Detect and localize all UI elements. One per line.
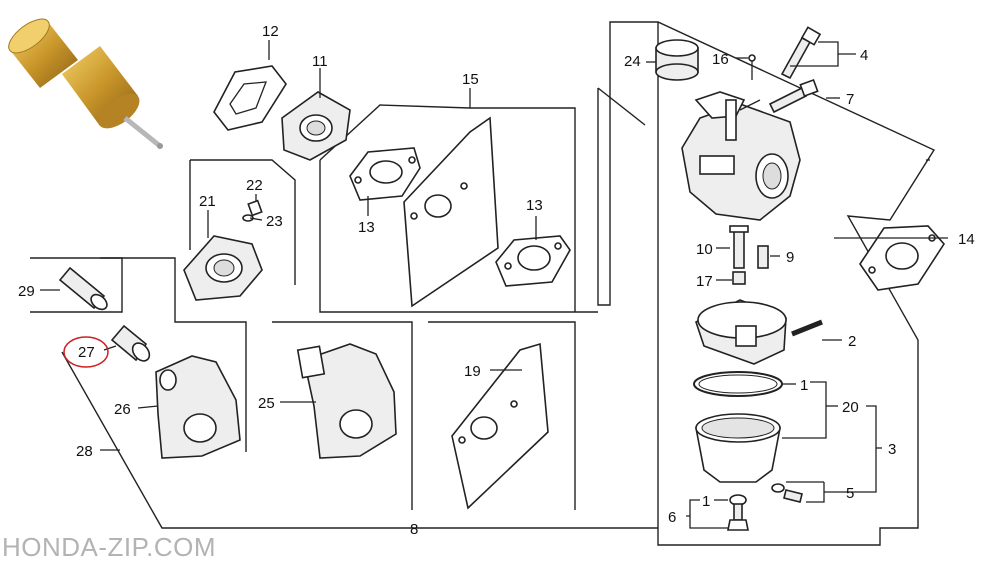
part-16-screw — [748, 54, 756, 80]
part-12-gasket — [213, 65, 287, 131]
brass-part-photo — [8, 18, 163, 149]
callout-4: 4 — [860, 47, 868, 64]
callout-29: 29 — [18, 283, 35, 300]
callout-25: 25 — [258, 395, 275, 412]
callout-11: 11 — [312, 53, 328, 70]
part-7-screw — [768, 78, 819, 114]
callout-19: 19 — [464, 363, 481, 380]
part-13-gasket-left — [349, 147, 421, 201]
callout-21: 21 — [199, 193, 216, 210]
callout-20: 20 — [842, 399, 859, 416]
part-1-gasket-ring — [693, 371, 783, 397]
callout-1-ring: 1 — [800, 377, 808, 394]
part-19-plate — [451, 342, 549, 510]
part-2-pin — [791, 319, 823, 337]
part-14-gasket — [859, 225, 946, 291]
part-26-bracket — [155, 355, 241, 459]
part-13-gasket-right — [495, 235, 571, 287]
callout-26: 26 — [114, 401, 131, 418]
callout-6: 6 — [668, 509, 676, 526]
callout-15: 15 — [462, 71, 479, 88]
callout-9: 9 — [786, 249, 794, 266]
group-outlines — [30, 21, 936, 546]
callout-22: 22 — [246, 177, 263, 194]
callout-13-left: 13 — [358, 219, 375, 236]
part-5-screw — [771, 483, 803, 503]
leader-lines — [40, 40, 948, 529]
part-6-bolt — [727, 494, 749, 531]
callout-16: 16 — [712, 51, 729, 68]
part-float — [695, 299, 787, 365]
part-22-23-small — [242, 199, 263, 222]
callout-24: 24 — [624, 53, 641, 70]
part-9-screw — [757, 245, 769, 269]
part-10-jet — [729, 225, 749, 269]
watermark: HONDA-ZIP.COM — [2, 532, 217, 562]
part-27-valve — [110, 324, 151, 362]
callout-28: 28 — [76, 443, 93, 460]
callout-13-right: 13 — [526, 197, 543, 214]
callout-17: 17 — [696, 273, 713, 290]
callout-7: 7 — [846, 91, 854, 108]
callout-1-bolt: 1 — [702, 493, 710, 510]
part-carburetor-body — [681, 91, 801, 221]
part-17-jet — [732, 271, 746, 285]
part-4-screw — [780, 26, 822, 80]
part-25-bracket — [296, 343, 397, 459]
part-11-insulator — [281, 91, 351, 161]
callout-12: 12 — [262, 23, 279, 40]
callout-5: 5 — [846, 485, 854, 502]
part-24-cap — [655, 39, 699, 81]
part-29-filter — [58, 266, 108, 311]
callout-3: 3 — [888, 441, 896, 458]
part-float-chamber — [695, 413, 781, 483]
callout-labels: 12 11 15 21 22 23 13 13 29 27 26 25 19 2… — [18, 23, 975, 538]
part-21-insulator — [183, 235, 263, 301]
callout-23: 23 — [266, 213, 283, 230]
part-15-plate — [403, 116, 499, 308]
highlight-27 — [63, 336, 109, 368]
callout-2: 2 — [848, 333, 856, 350]
callout-14: 14 — [958, 231, 975, 248]
callout-27: 27 — [78, 344, 95, 361]
callout-10: 10 — [696, 241, 713, 258]
callout-8: 8 — [410, 521, 418, 538]
